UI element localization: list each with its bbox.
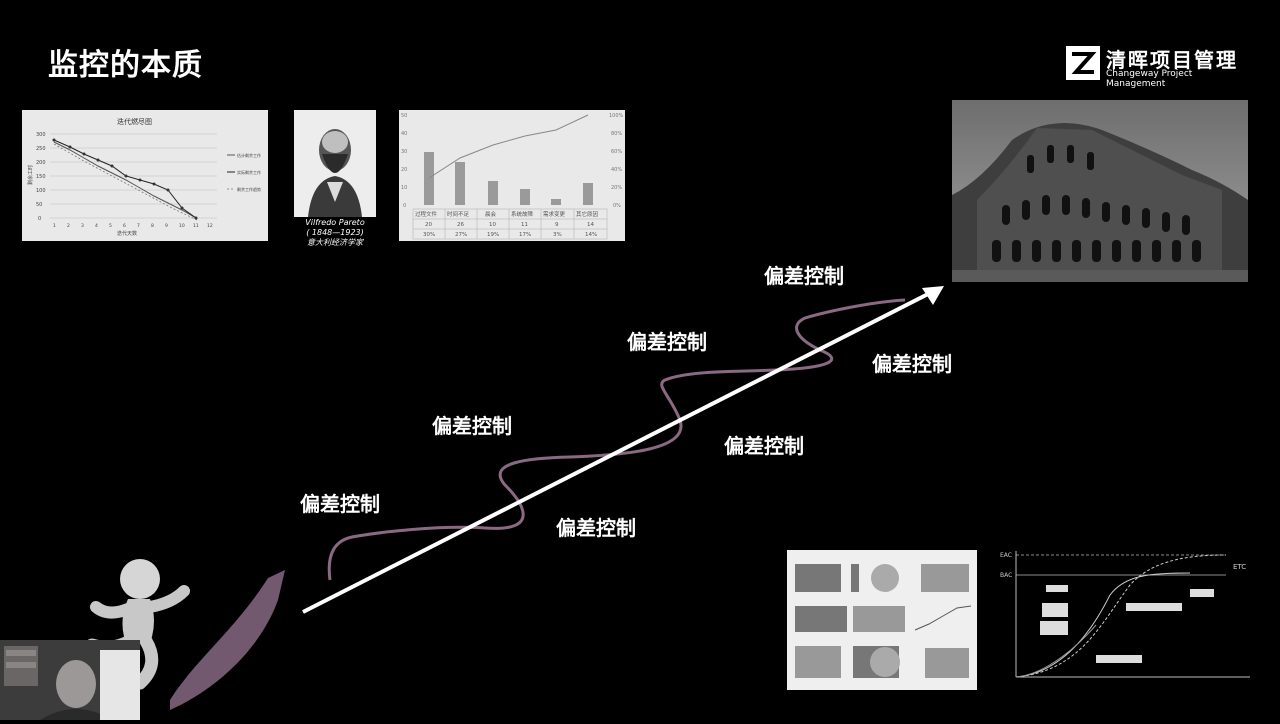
burndown-x-tick: 5 [109,223,112,229]
burndown-x-tick: 8 [151,223,154,229]
pareto-portrait-image [294,110,376,217]
pareto-pct: 17% [519,232,531,238]
deviation-label: 偏差控制 [556,516,636,540]
burndown-y-tick: 250 [36,146,46,152]
evm-etc-label: ETC [1233,563,1246,571]
deviation-label: 偏差控制 [432,414,512,438]
pareto-y2-tick: 80% [611,131,622,137]
pareto-count: 14 [587,222,594,228]
logo-name-en: Changeway Project Management [1106,69,1193,89]
burndown-y-tick: 0 [38,216,41,222]
pareto-pct: 19% [487,232,499,238]
pareto-y-tick: 50 [401,113,407,119]
burndown-y-tick: 50 [36,202,42,208]
burndown-chart-image: 迭代燃尽图 300 250 200 150 100 50 0 1 2 [22,110,268,241]
pareto-category: 其它原因 [576,210,599,218]
burndown-x-tick: 9 [165,223,168,229]
pareto-y2-tick: 20% [611,185,622,191]
pareto-count: 11 [521,222,528,228]
pareto-role: 意大利经济学家 [307,238,363,247]
progress-arrow-head-icon [922,286,944,305]
burndown-x-tick: 3 [81,223,84,229]
pareto-y-tick: 10 [401,185,407,191]
pareto-name: Vilfredo Pareto [305,218,365,227]
pareto-pct: 3% [553,232,562,238]
burndown-x-label: 迭代天数 [117,230,137,237]
burndown-x-tick: 12 [207,223,213,229]
burndown-y-tick: 300 [36,132,46,138]
pareto-y2-tick: 40% [611,167,622,173]
deviation-label: 偏差控制 [724,434,804,458]
pareto-category: 时间不足 [447,210,470,218]
webcam-overlay [0,640,140,720]
burndown-legend: 剩余工作趋势 [237,186,261,192]
burndown-x-tick: 10 [179,223,185,229]
burndown-x-tick: 6 [123,223,126,229]
deviation-label: 偏差控制 [872,352,952,376]
pareto-count: 10 [489,222,496,228]
burndown-title: 迭代燃尽图 [117,117,152,126]
deviation-label: 偏差控制 [627,330,707,354]
pareto-y2-tick: 100% [609,113,624,119]
dashboard-image [787,550,977,690]
colosseum-photo [952,100,1248,283]
pareto-pct: 30% [423,232,435,238]
pareto-y-tick: 0 [403,203,406,209]
pareto-category: 需求变更 [543,210,566,218]
burndown-x-tick: 11 [193,223,199,229]
pareto-years: ( 1848—1923) [306,228,364,237]
deviation-label: 偏差控制 [764,264,844,288]
burndown-x-tick: 4 [95,223,98,229]
pareto-chart-image: 50 40 30 20 10 0 100% 80% 60% 40% 20% 0% [399,110,625,241]
pareto-pct: 27% [455,232,467,238]
burndown-x-tick: 7 [137,223,140,229]
burndown-y-tick: 200 [36,160,46,166]
pareto-category: 过程文件 [415,210,438,218]
burndown-y-tick: 100 [36,188,46,194]
pareto-y2-tick: 0% [613,203,621,209]
logo-name-cn: 清晖项目管理 [1106,48,1238,72]
burndown-x-tick: 1 [53,223,56,229]
pareto-y-tick: 20 [401,167,407,173]
burndown-legend: 估计剩余工作 [237,152,261,158]
burndown-x-tick: 2 [67,223,70,229]
burndown-y-label: 剩余工时 [27,165,34,185]
evm-bac-label: BAC [1000,572,1012,579]
pareto-y-tick: 40 [401,131,407,137]
pareto-y2-tick: 60% [611,149,622,155]
pareto-caption: Vilfredo Pareto ( 1848—1923) 意大利经济学家 [290,218,380,248]
pareto-y-tick: 30 [401,149,407,155]
pareto-category: 晨会 [485,210,497,218]
logo-mark-icon [1066,46,1100,80]
pareto-count: 26 [457,222,464,228]
burndown-legend: 实际剩余工作 [237,169,261,175]
slide-title: 监控的本质 [48,48,203,83]
company-logo: 清晖项目管理 Changeway Project Management [1066,44,1246,89]
deviation-label: 偏差控制 [300,492,380,516]
burndown-y-tick: 150 [36,174,46,180]
evm-chart-image: EAC BAC ETC [1000,545,1258,690]
pareto-category: 系统故障 [511,210,534,218]
pareto-pct: 14% [585,232,597,238]
evm-eac-label: EAC [1000,552,1012,559]
pareto-count: 20 [425,222,432,228]
pareto-count: 9 [555,222,559,228]
